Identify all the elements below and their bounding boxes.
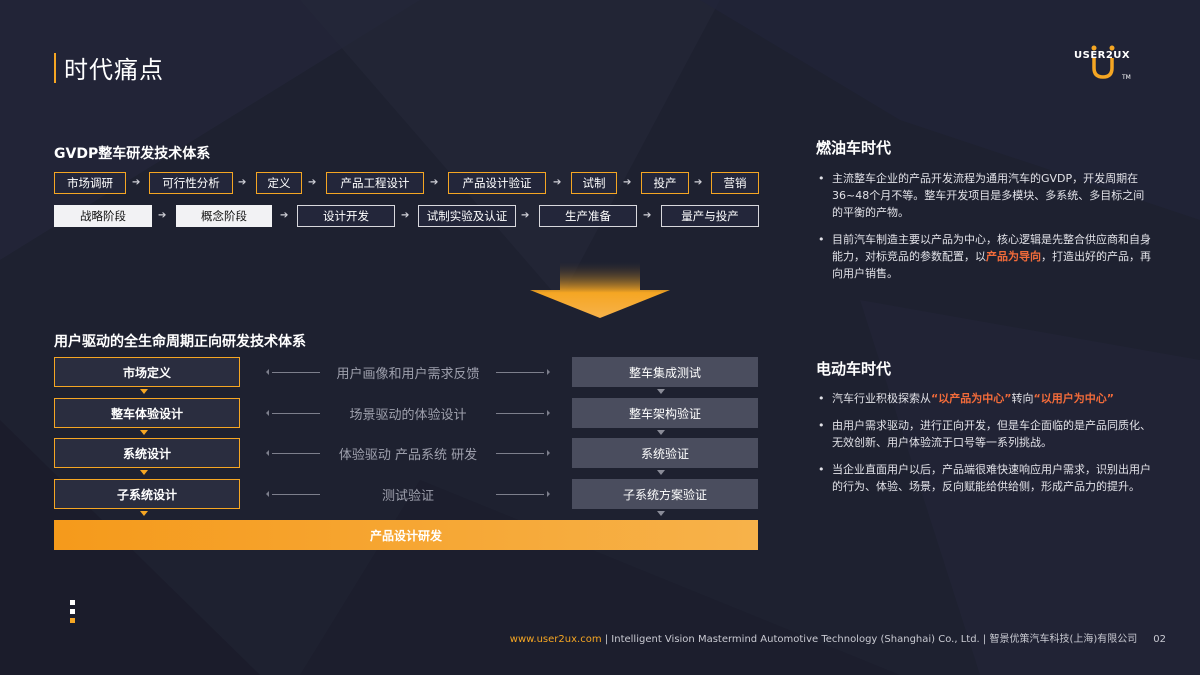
arrow-right-icon: ➔: [158, 210, 167, 221]
arrow-left-line: [266, 410, 320, 416]
gvdp-phase-concept: 概念阶段: [176, 205, 272, 227]
fuel-era-bullet: 主流整车企业的产品开发流程为通用汽车的GVDP，开发周期在36~48个月不等。整…: [818, 170, 1154, 221]
arrow-left-line: [266, 450, 320, 456]
page-number: 02: [1153, 634, 1166, 645]
user-driven-left-market-definition: 市场定义: [54, 357, 240, 387]
user-driven-right-architecture-validation: 整车架构验证: [572, 398, 758, 428]
fuel-era-bullet: 目前汽车制造主要以产品为中心，核心逻辑是先整合供应商和自身能力，对标竞品的参数配…: [818, 231, 1154, 282]
arrow-right-icon: ➔: [643, 210, 652, 221]
ev-era-bullets: 汽车行业积极探索从“以产品为中心”转向“以用户为中心” 由用户需求驱动，进行正向…: [818, 390, 1154, 505]
highlight-text: 产品为导向: [986, 250, 1041, 263]
footer-url-link[interactable]: www.user2ux.com: [509, 634, 602, 645]
gvdp-phase-production-prep: 生产准备: [539, 205, 637, 227]
user2ux-logo: USER2UX TM: [1072, 44, 1134, 84]
user-driven-middle-text: 测试验证: [381, 489, 434, 504]
menu-dots-icon: [70, 600, 76, 627]
gvdp-step-feasibility: 可行性分析: [149, 172, 233, 194]
arrow-right-icon: ➔: [238, 177, 247, 188]
triangle-down-icon: [140, 470, 148, 475]
user-driven-left-subsystem-design: 子系统设计: [54, 479, 240, 509]
page-title: 时代痛点: [64, 56, 164, 84]
user-driven-right-system-validation: 系统验证: [572, 438, 758, 468]
triangle-down-icon: [140, 389, 148, 394]
logo-tm: TM: [1122, 74, 1131, 81]
gvdp-section-title: GVDP整车研发技术体系: [54, 146, 211, 162]
gvdp-step-launch: 投产: [641, 172, 689, 194]
gvdp-step-marketing: 营销: [711, 172, 759, 194]
arrow-right-icon: ➔: [694, 177, 703, 188]
user-driven-right-subsystem-validation: 子系统方案验证: [572, 479, 758, 509]
logo-text: USER2UX: [1074, 50, 1131, 61]
gvdp-phase-strategy: 战略阶段: [54, 205, 152, 227]
arrow-right-icon: ➔: [280, 210, 289, 221]
triangle-down-icon: [657, 470, 665, 475]
arrow-right-icon: ➔: [401, 210, 410, 221]
ev-era-title: 电动车时代: [816, 360, 892, 378]
triangle-down-icon: [657, 430, 665, 435]
page-header: 时代痛点: [54, 50, 164, 85]
gvdp-step-market-research: 市场调研: [54, 172, 126, 194]
gvdp-phase-trial-certification: 试制实验及认证: [418, 205, 516, 227]
arrow-left-line: [266, 369, 320, 375]
user-driven-middle-text: 场景驱动的体验设计: [349, 408, 467, 423]
user-driven-left-system-design: 系统设计: [54, 438, 240, 468]
gvdp-step-trial-production: 试制: [571, 172, 617, 194]
triangle-down-icon: [140, 511, 148, 516]
fuel-era-title: 燃油车时代: [816, 139, 892, 157]
triangle-down-icon: [657, 511, 665, 516]
down-arrow-icon: [530, 262, 670, 318]
highlight-text: “以产品为中心”: [931, 392, 1012, 405]
gvdp-step-engineering-design: 产品工程设计: [326, 172, 424, 194]
footer: www.user2ux.com | Intelligent Vision Mas…: [510, 630, 1166, 645]
bullet-text: 汽车行业积极探索从: [832, 392, 931, 405]
arrow-left-line: [266, 491, 320, 497]
bullet-text: 目前汽车制造主要以产品为中心，核心逻辑是先整合供应商和自身能力，对标竞品的参数配…: [832, 233, 1151, 263]
ev-era-bullet: 由用户需求驱动，进行正向开发，但是车企面临的是产品同质化、无效创新、用户体验流于…: [818, 417, 1154, 451]
gvdp-step-design-validation: 产品设计验证: [448, 172, 546, 194]
logo-u-icon: [1091, 45, 1115, 79]
arrow-right-icon: ➔: [623, 177, 632, 188]
arrow-right-line: [496, 450, 550, 456]
gvdp-phase-mass-production: 量产与投产: [661, 205, 759, 227]
arrow-right-icon: ➔: [553, 177, 562, 188]
fuel-era-bullets: 主流整车企业的产品开发流程为通用汽车的GVDP，开发周期在36~48个月不等。整…: [818, 170, 1154, 292]
arrow-right-icon: ➔: [430, 177, 439, 188]
user-driven-middle-text: 用户画像和用户需求反馈: [336, 367, 480, 382]
triangle-down-icon: [657, 389, 665, 394]
ev-era-bullet: 当企业直面用户以后，产品端很难快速响应用户需求，识别出用户的行为、体验、场景，反…: [818, 461, 1154, 495]
user-driven-right-vehicle-integration-test: 整车集成测试: [572, 357, 758, 387]
highlight-text: “以用户为中心”: [1033, 392, 1114, 405]
arrow-right-icon: ➔: [521, 210, 530, 221]
ev-era-bullet: 汽车行业积极探索从“以产品为中心”转向“以用户为中心”: [818, 390, 1154, 407]
arrow-right-line: [496, 369, 550, 375]
arrow-right-line: [496, 410, 550, 416]
title-accent-bar: [54, 52, 56, 83]
triangle-down-icon: [140, 430, 148, 435]
bullet-text: 转向: [1011, 392, 1034, 405]
arrow-right-icon: ➔: [132, 177, 141, 188]
user-driven-left-vehicle-experience-design: 整车体验设计: [54, 398, 240, 428]
footer-company: | Intelligent Vision Mastermind Automoti…: [601, 634, 1138, 645]
gvdp-step-definition: 定义: [256, 172, 302, 194]
arrow-right-line: [496, 491, 550, 497]
gvdp-phase-design-development: 设计开发: [297, 205, 395, 227]
arrow-right-icon: ➔: [308, 177, 317, 188]
user-driven-middle-text: 体验驱动 产品系统 研发: [338, 448, 478, 463]
bullet-text: ，打造出好的产品，再向用户销售。: [832, 250, 1151, 280]
user-driven-section-title: 用户驱动的全生命周期正向研发技术体系: [54, 334, 306, 350]
product-design-rd-bar: 产品设计研发: [54, 520, 758, 550]
